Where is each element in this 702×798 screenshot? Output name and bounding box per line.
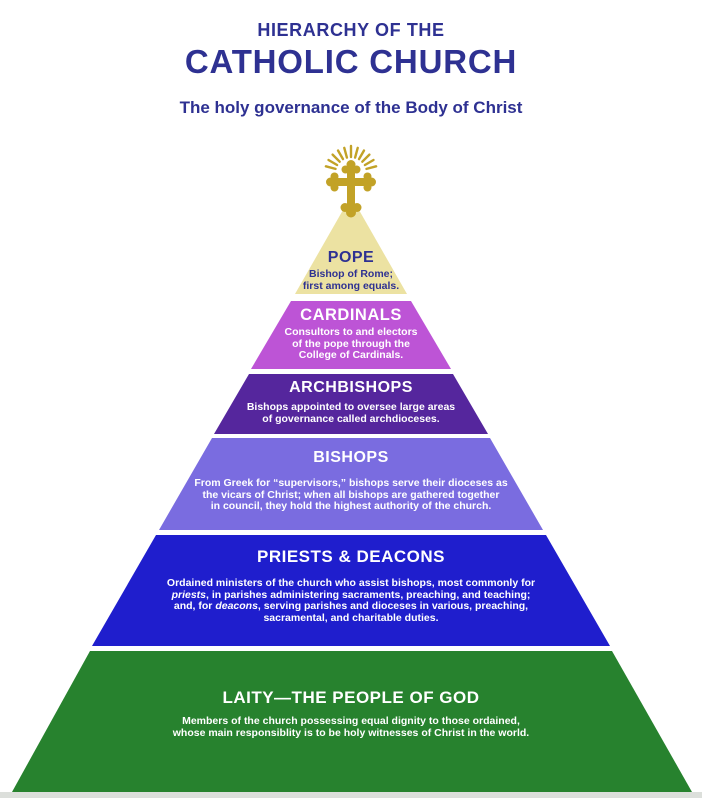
body-line: Members of the church possessing equal d…: [182, 715, 520, 727]
level-body-bishops: From Greek for “supervisors,” bishops se…: [0, 477, 702, 513]
body-line: Consultors to and electors: [284, 326, 418, 338]
body-line: whose main responsiblity is to be holy w…: [172, 726, 530, 739]
page-title: CATHOLIC CHURCH: [184, 43, 518, 80]
text-segment: and, for: [173, 600, 216, 612]
text-segment: Ordained ministers of the church who ass…: [166, 577, 536, 589]
body-line: of the pope through the: [292, 337, 410, 350]
body-line: sacramental, and charitable duties.: [0, 611, 702, 625]
baseline-strip: [0, 792, 702, 798]
level-heading-archbishops: ARCHBISHOPS: [289, 379, 413, 396]
level-heading-cardinals: CARDINALS: [300, 306, 402, 324]
level-heading-pope: POPE: [327, 249, 375, 266]
body-line: From Greek for “supervisors,” bishops se…: [194, 477, 508, 489]
body-line: College of Cardinals.: [298, 349, 404, 361]
cross-rays: [324, 144, 378, 171]
level-heading-priests: PRIESTS & DEACONS: [257, 547, 445, 566]
body-line: first among equals.: [302, 279, 400, 292]
body-line: in council, they hold the highest author…: [210, 500, 492, 512]
level-body-pope: Bishop of Rome; first among equals.: [0, 268, 702, 292]
level-heading-laity: LAITY—THE PEOPLE OF GOD: [222, 688, 480, 707]
body-line: priests, in parishes administering sacra…: [0, 588, 702, 602]
level-body-laity: Members of the church possessing equal d…: [0, 715, 702, 739]
level-body-cardinals: Consultors to and electors of the pope t…: [0, 326, 702, 362]
body-line: Bishop of Rome;: [309, 268, 393, 280]
text-segment-italic: deacons: [215, 600, 258, 612]
text-segment: , in parishes administering sacraments, …: [206, 588, 531, 601]
page-subtitle: The holy governance of the Body of Chris…: [179, 98, 523, 117]
level-heading-bishops: BISHOPS: [313, 449, 389, 466]
budded-cross-with-rays-icon: [301, 140, 401, 226]
body-line: the vicars of Christ; when all bishops a…: [202, 488, 500, 501]
body-line: Ordained ministers of the church who ass…: [0, 577, 702, 590]
body-line: Bishops appointed to oversee large areas: [246, 401, 456, 413]
text-segment-italic: priests: [171, 588, 206, 601]
body-line: and, for deacons, serving parishes and d…: [0, 600, 702, 613]
text-segment: , serving parishes and dioceses in vario…: [257, 600, 529, 612]
level-body-archbishops: Bishops appointed to oversee large areas…: [0, 401, 702, 425]
header-kicker: HIERARCHY OF THE: [257, 20, 445, 40]
body-line: of governance called archdioceses.: [262, 412, 440, 425]
level-body-priests: Ordained ministers of the church who ass…: [0, 577, 702, 625]
text-segment: sacramental, and charitable duties.: [263, 611, 439, 624]
cross-body: [326, 160, 376, 218]
